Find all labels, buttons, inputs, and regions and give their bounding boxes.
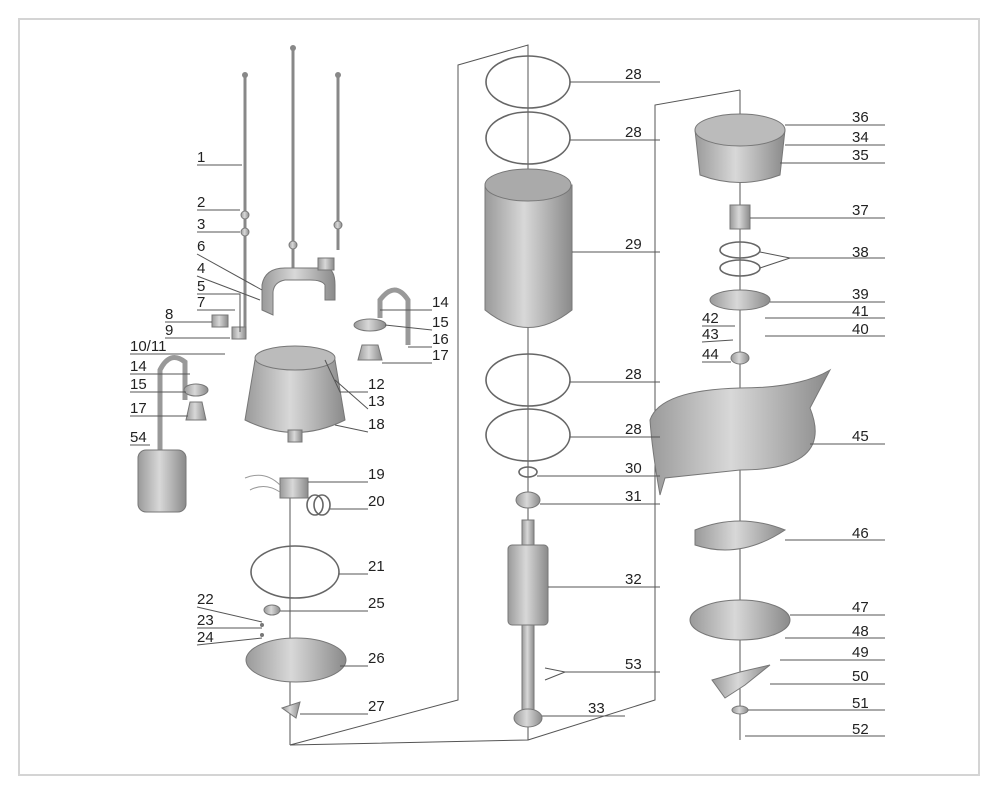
part-label: 28 [625, 66, 642, 83]
part-label: 53 [625, 656, 642, 673]
part-label: 42 [702, 310, 719, 327]
part-label: 54 [130, 429, 147, 446]
part-label: 20 [368, 493, 385, 510]
part-label: 35 [852, 147, 869, 164]
o-ring [485, 353, 571, 407]
clamp [317, 257, 335, 271]
part-label: 6 [197, 238, 205, 255]
part-label: 25 [368, 595, 385, 612]
part-label: 41 [852, 303, 869, 320]
panel-outline-left [289, 44, 529, 746]
part-label: 4 [197, 260, 205, 277]
part-label: 28 [625, 421, 642, 438]
clip [280, 701, 301, 719]
leader-lines [130, 81, 885, 737]
wear-plate [689, 599, 791, 641]
o-ring [250, 545, 340, 599]
part-labels: 1 2 3 6 4 5 7 8 9 10/11 14 15 17 54 12 1… [130, 66, 869, 738]
float-switch [137, 449, 187, 513]
part-label: 39 [852, 286, 869, 303]
seal-plate [709, 289, 771, 311]
handle [261, 267, 336, 316]
part-label: 47 [852, 599, 869, 616]
part-label: 38 [852, 244, 869, 261]
part-label: 16 [432, 331, 449, 348]
mechanical-seal [729, 204, 751, 230]
part-label: 28 [625, 124, 642, 141]
part-label: 9 [165, 322, 173, 339]
part-label: 40 [852, 321, 869, 338]
stator-housing [484, 184, 573, 328]
part-label: 15 [432, 314, 449, 331]
part-label: 18 [368, 416, 385, 433]
part-label: 32 [625, 571, 642, 588]
part-label: 19 [368, 466, 385, 483]
part-label: 37 [852, 202, 869, 219]
diagram-frame [18, 18, 980, 776]
rotor [507, 544, 549, 626]
o-ring [485, 111, 571, 165]
part-label: 17 [130, 400, 147, 417]
clamp-plate [231, 326, 247, 340]
part-label: 43 [702, 326, 719, 343]
part-label: 3 [197, 216, 205, 233]
part-label: 5 [197, 278, 205, 295]
part-label: 52 [852, 721, 869, 738]
part-label: 31 [625, 488, 642, 505]
part-label: 22 [197, 591, 214, 608]
part-label: 26 [368, 650, 385, 667]
o-ring [485, 408, 571, 462]
part-label: 28 [625, 366, 642, 383]
part-label: 51 [852, 695, 869, 712]
part-label: 36 [852, 109, 869, 126]
power-cable [377, 287, 411, 345]
part-label: 45 [852, 428, 869, 445]
gland-plate [353, 318, 387, 332]
part-label: 14 [432, 294, 449, 311]
part-label: 44 [702, 346, 719, 363]
part-label: 24 [197, 629, 214, 646]
part-label: 50 [852, 668, 869, 685]
part-label: 13 [368, 393, 385, 410]
part-label: 33 [588, 700, 605, 717]
part-label: 14 [130, 358, 147, 375]
panel-outline-right [527, 89, 741, 741]
cutter [711, 664, 771, 699]
part-label: 10/11 [130, 338, 166, 355]
part-label: 27 [368, 698, 385, 715]
bottom-plate [245, 637, 347, 683]
part-label: 48 [852, 623, 869, 640]
part-label: 46 [852, 525, 869, 542]
part-label: 30 [625, 460, 642, 477]
part-label: 21 [368, 558, 385, 575]
bearing [513, 708, 543, 728]
cable-clamp [211, 314, 229, 328]
part-label: 7 [197, 294, 205, 311]
part-label: 23 [197, 612, 214, 629]
part-label: 15 [130, 376, 147, 393]
part-label: 8 [165, 306, 173, 323]
pump-casing [649, 368, 832, 496]
capacitor [279, 477, 309, 499]
part-label: 49 [852, 644, 869, 661]
part-label: 29 [625, 236, 642, 253]
impeller [694, 520, 787, 551]
tie-rods [240, 45, 343, 330]
part-label: 2 [197, 194, 205, 211]
part-label: 1 [197, 149, 205, 166]
part-label: 17 [432, 347, 449, 364]
part-label: 12 [368, 376, 385, 393]
part-label: 34 [852, 129, 869, 146]
bearing [515, 491, 541, 509]
float-cable [157, 355, 188, 455]
